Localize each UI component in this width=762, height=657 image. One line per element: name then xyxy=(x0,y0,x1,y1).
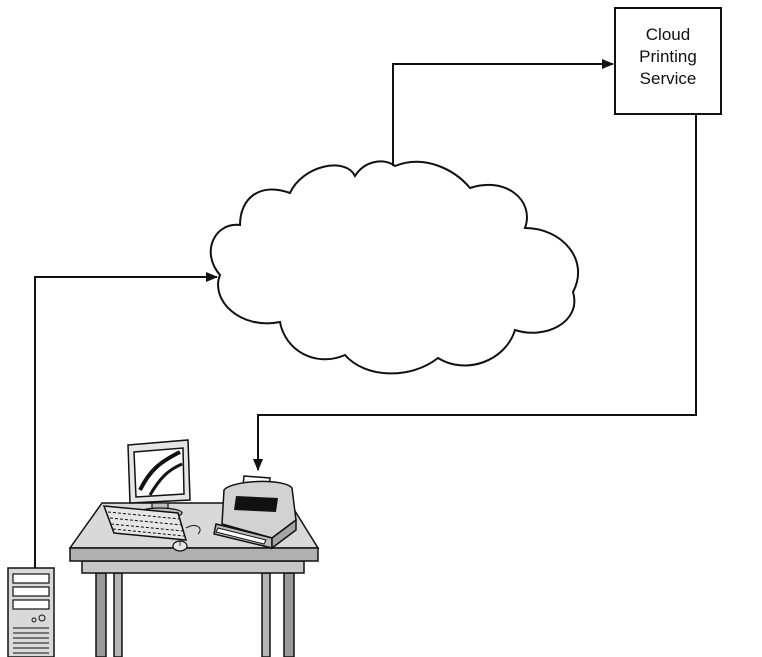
arrow-cloud-to-service xyxy=(392,59,614,166)
service-label-line-3: Service xyxy=(639,69,697,88)
mouse-icon xyxy=(172,540,188,552)
service-label-line-2: Printing xyxy=(639,47,697,66)
keyboard-icon xyxy=(102,505,201,541)
printer-icon xyxy=(213,475,297,550)
cloud-icon xyxy=(209,160,580,375)
cloud-printing-service-box xyxy=(614,7,722,115)
cloud-printing-service-label: Cloud Printing Service xyxy=(615,24,721,90)
server-tower-icon xyxy=(7,567,55,657)
arrow-computer-to-cloud xyxy=(34,272,218,568)
arrow-service-to-printer xyxy=(253,114,697,471)
service-label-line-1: Cloud xyxy=(645,25,691,44)
